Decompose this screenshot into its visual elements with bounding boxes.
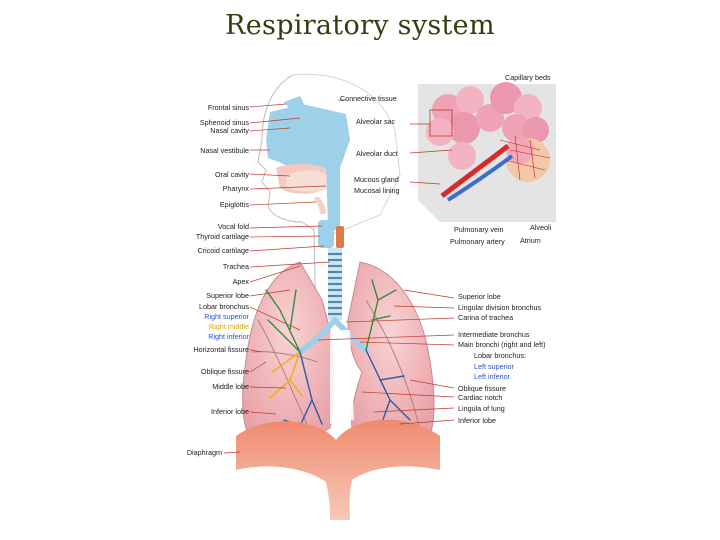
right-labels: Connective tissue Alveolar sac Alveolar …: [340, 73, 552, 425]
label-capillary-beds: Capillary beds: [505, 73, 551, 82]
frontal-sinus: [284, 96, 306, 112]
label-epiglottis: Epiglottis: [220, 200, 250, 209]
label-superior-lobe-right: Superior lobe: [206, 291, 249, 300]
label-inferior-lobe-left: Inferior lobe: [458, 416, 496, 425]
pharynx: [326, 160, 340, 230]
label-vocal-fold: Vocal fold: [218, 222, 249, 231]
label-alveolar-duct: Alveolar duct: [356, 149, 398, 158]
label-main-bronchi: Main bronchi (right and left): [458, 340, 546, 349]
label-left-inferior: Left inferior: [474, 372, 511, 381]
slide-title: Respiratory system: [225, 10, 495, 41]
label-sphenoid-sinus: Sphenoid sinus: [200, 118, 250, 127]
label-connective-tissue: Connective tissue: [340, 94, 397, 103]
left-lung: [347, 261, 435, 443]
label-cricoid-cartilage: Cricoid cartilage: [197, 246, 249, 255]
label-oblique-fissure-right: Oblique fissure: [201, 367, 249, 376]
label-lingula-of-lung: Lingula of lung: [458, 404, 505, 413]
thyroid-cartilage: [318, 220, 334, 248]
label-left-superior: Left superior: [474, 362, 515, 371]
left-leader-lines: [249, 103, 331, 415]
label-nasal-vestibule: Nasal vestibule: [200, 146, 249, 155]
label-atrium: Atrium: [520, 236, 541, 245]
label-trachea: Trachea: [223, 262, 249, 271]
epiglottis: [314, 196, 326, 214]
label-middle-lobe: Middle lobe: [212, 382, 249, 391]
label-pulmonary-artery: Pulmonary artery: [450, 237, 505, 246]
trachea: [328, 248, 342, 320]
horizontal-fissure: [251, 351, 319, 363]
label-diaphragm: Diaphragm: [187, 448, 222, 457]
label-apex: Apex: [233, 277, 250, 286]
head-outline: [257, 74, 317, 331]
label-lingular-division-bronchus: Lingular division bronchus: [458, 303, 542, 312]
nasal-cavity: [266, 104, 350, 178]
label-lobar-bronchus-left: Lobar bronchus:: [474, 351, 526, 360]
left-labels: Frontal sinus Sphenoid sinus Nasal cavit…: [187, 103, 250, 457]
label-oblique-fissure-left: Oblique fissure: [458, 384, 506, 393]
label-lobar-bronchus-right: Lobar bronchus: [199, 302, 249, 311]
right-leader-lines: [317, 99, 455, 425]
oblique-fissure-left: [365, 299, 421, 431]
label-mucosal-lining: Mucosal lining: [354, 186, 400, 195]
label-superior-lobe-left: Superior lobe: [458, 292, 501, 301]
alveoli-inset: [418, 82, 556, 222]
larynx-orange: [336, 226, 344, 248]
head-back-outline: [291, 73, 401, 236]
label-carina-of-trachea: Carina of trachea: [458, 313, 513, 322]
label-intermediate-bronchus: Intermediate bronchus: [458, 330, 530, 339]
label-thyroid-cartilage: Thyroid cartilage: [196, 232, 249, 241]
mediastinum: [330, 330, 354, 424]
label-alveolar-sac: Alveolar sac: [356, 117, 396, 126]
label-alveoli: Alveoli: [530, 223, 552, 232]
label-cardiac-notch: Cardiac notch: [458, 393, 502, 402]
label-nasal-cavity: Nasal cavity: [210, 126, 249, 135]
label-pharynx: Pharynx: [223, 184, 250, 193]
label-right-middle: Right middle: [209, 322, 249, 331]
label-horizontal-fissure: Horizontal fissure: [193, 345, 249, 354]
diaphragm-leader: [223, 451, 241, 454]
diaphragm: [236, 419, 440, 520]
tongue: [286, 170, 330, 192]
label-right-inferior: Right inferior: [208, 332, 249, 341]
label-mucous-gland: Mucous gland: [354, 175, 399, 184]
label-pulmonary-vein: Pulmonary vein: [454, 225, 504, 234]
label-inferior-lobe-right: Inferior lobe: [211, 407, 249, 416]
label-oral-cavity: Oral cavity: [215, 170, 249, 179]
label-frontal-sinus: Frontal sinus: [208, 103, 250, 112]
label-right-superior: Right superior: [204, 312, 249, 321]
